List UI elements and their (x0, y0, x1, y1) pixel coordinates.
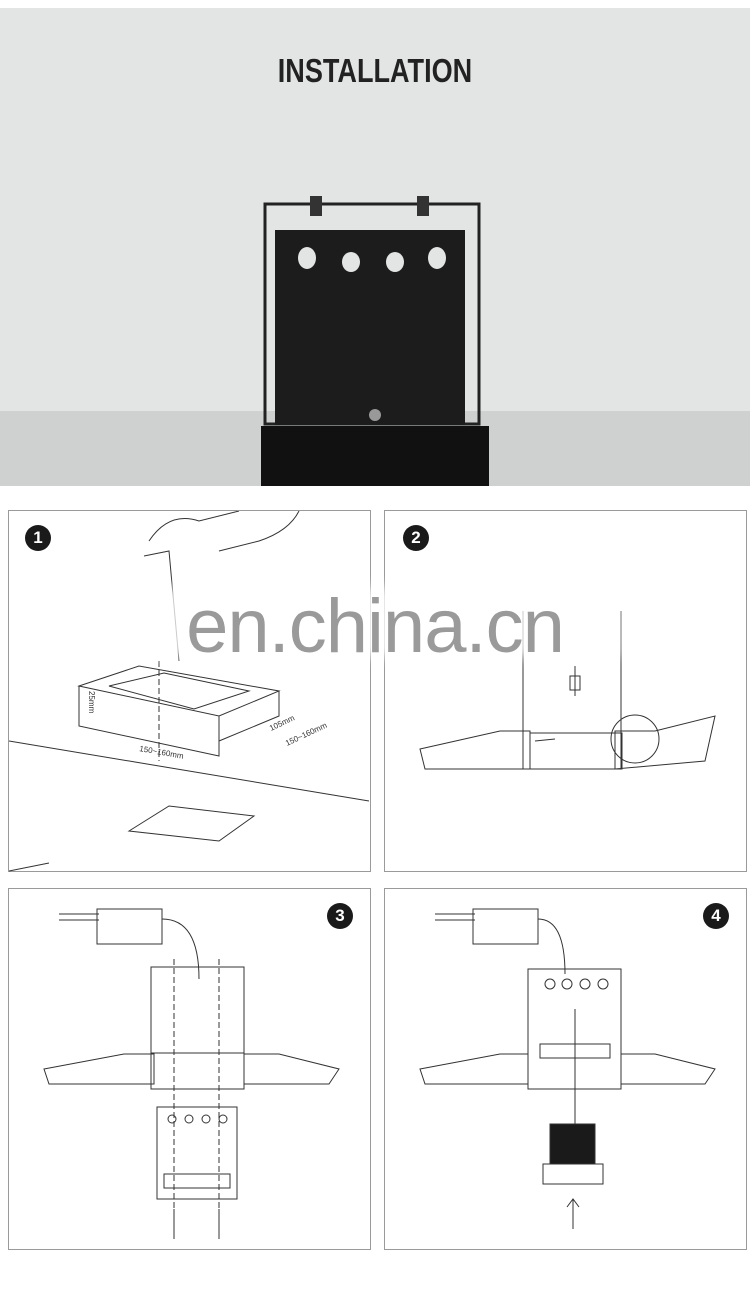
step-4-diagram (419, 908, 716, 1229)
step-number: 1 (25, 525, 51, 551)
dim-outer-right: 150~160mm (284, 721, 329, 748)
page-title: INSTALLATION (277, 52, 473, 89)
step-2-panel: 2 (384, 510, 747, 872)
step-number: 4 (703, 903, 729, 929)
step-number: 3 (327, 903, 353, 929)
step-1-diagram: 25mm 105mm 150~160mm 150~160mm (9, 511, 370, 872)
step-2-diagram (419, 611, 716, 770)
watermark-text: en.china.cn (186, 584, 565, 669)
step-3-panel: 3 (8, 888, 371, 1250)
product-photo (261, 196, 489, 486)
step-3-diagram (43, 908, 340, 1239)
step-1-panel: 1 25mm 105mm 150~160mm 150~160mm (8, 510, 371, 872)
step-number: 2 (403, 525, 429, 551)
dim-inner: 105mm (268, 713, 296, 733)
watermark: en.china.cn (0, 575, 750, 670)
dim-outer-front: 150~160mm (139, 744, 185, 761)
step-4-panel: 4 (384, 888, 747, 1250)
dim-height: 25mm (87, 691, 96, 714)
